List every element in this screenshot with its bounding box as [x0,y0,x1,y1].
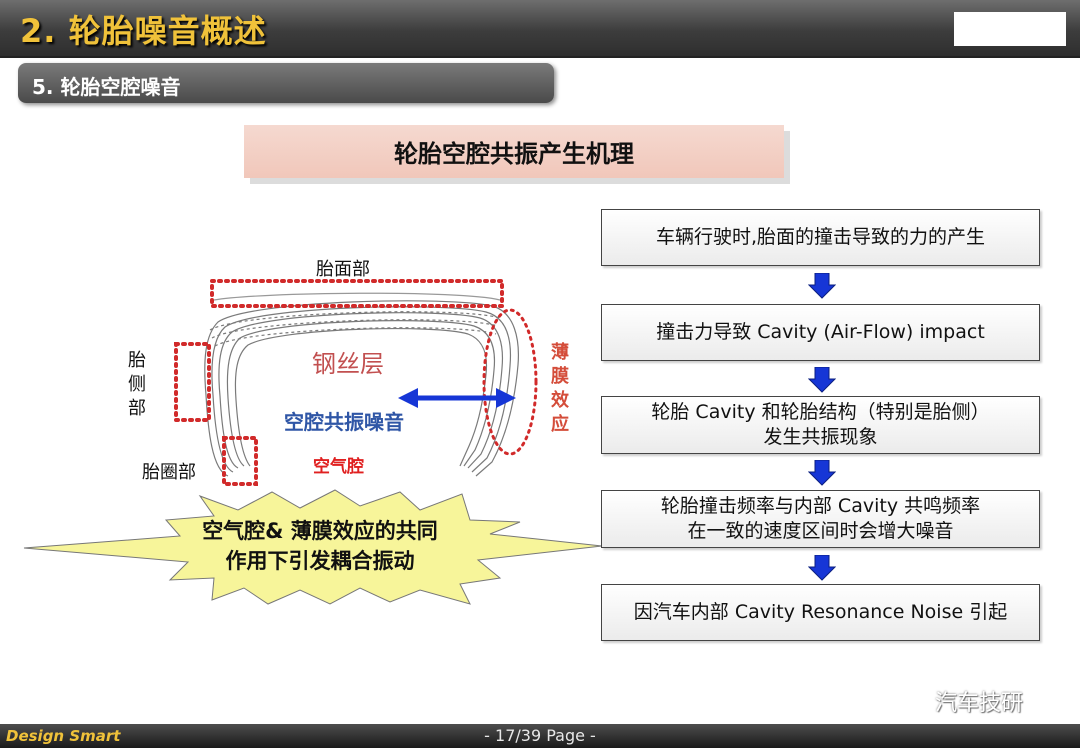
bead-region [222,436,258,486]
flow-step-text: 车辆行驶时,胎面的撞击导致的力的产生 [655,226,986,248]
membrane-region [482,308,538,456]
membrane-label-char: 效 [551,390,569,411]
section-bar: 5. 轮胎空腔噪音 [18,63,554,103]
footer-brand: Design Smart [6,727,121,745]
flow-step-5: 因汽车内部 Cavity Resonance Noise 引起 [601,584,1040,641]
starburst-line: 作用下引发耦合振动 [225,549,415,573]
membrane-label-char: 应 [551,414,569,435]
flow-step-2: 撞击力导致 Cavity (Air-Flow) impact [601,304,1040,361]
flow-step-text: 发生共振现象 [763,426,878,448]
mechanism-heading-box: 轮胎空腔共振产生机理 [244,125,784,178]
membrane-label-char: 薄 [551,342,569,363]
header-logo-area [954,12,1066,46]
flow-step-text: 轮胎撞击频率与内部 Cavity 共鸣频率 [660,495,981,517]
steel-layer-label: 钢丝层 [312,350,384,378]
sidewall-label-char: 胎 [128,350,146,371]
wechat-icon [896,688,927,713]
starburst-text: 空气腔& 薄膜效应的共同 作用下引发耦合振动 [180,516,460,576]
down-arrow-icon [808,367,836,393]
sidewall-label: 胎 侧 部 [126,349,148,421]
watermark: 汽车技研 [895,684,1023,718]
tread-region [210,279,504,308]
down-arrow-icon [808,460,836,486]
starburst-line: 空气腔& 薄膜效应的共同 [202,519,438,543]
page-number: - 17/39 Page - [484,726,596,745]
flow-step-text: 在一致的速度区间时会增大噪音 [687,520,954,542]
down-arrow-icon [808,273,836,299]
membrane-effect-label: 薄 膜 效 应 [549,341,571,437]
cavity-resonance-label: 空腔共振噪音 [284,410,404,434]
flow-step-3: 轮胎 Cavity 和轮胎结构（特别是胎侧） 发生共振现象 [601,396,1040,454]
air-cavity-label: 空气腔 [313,457,364,477]
sidewall-label-char: 侧 [128,374,146,395]
flow-step-text: 轮胎 Cavity 和轮胎结构（特别是胎侧） [651,401,990,423]
sidewall-region [174,342,211,422]
tread-label: 胎面部 [316,259,370,280]
tire-cross-section [204,292,519,477]
down-arrow-icon [808,555,836,581]
flow-step-1: 车辆行驶时,胎面的撞击导致的力的产生 [601,209,1040,266]
footer-bar: Design Smart - 17/39 Page - [0,724,1080,748]
watermark-text: 汽车技研 [935,691,1024,716]
title-bar: 2. 轮胎噪音概述 [0,0,1080,58]
section-title: 5. 轮胎空腔噪音 [32,75,181,99]
membrane-label-char: 膜 [551,366,569,387]
flow-step-text: 因汽车内部 Cavity Resonance Noise 引起 [633,601,1008,623]
slide-title: 2. 轮胎噪音概述 [20,12,267,50]
mechanism-heading: 轮胎空腔共振产生机理 [394,140,634,168]
bead-label: 胎圈部 [142,462,196,483]
starburst-shape [23,489,603,605]
sidewall-label-char: 部 [128,398,146,419]
flow-step-text: 撞击力导致 Cavity (Air-Flow) impact [656,321,985,343]
flow-step-4: 轮胎撞击频率与内部 Cavity 共鸣频率 在一致的速度区间时会增大噪音 [601,490,1040,548]
